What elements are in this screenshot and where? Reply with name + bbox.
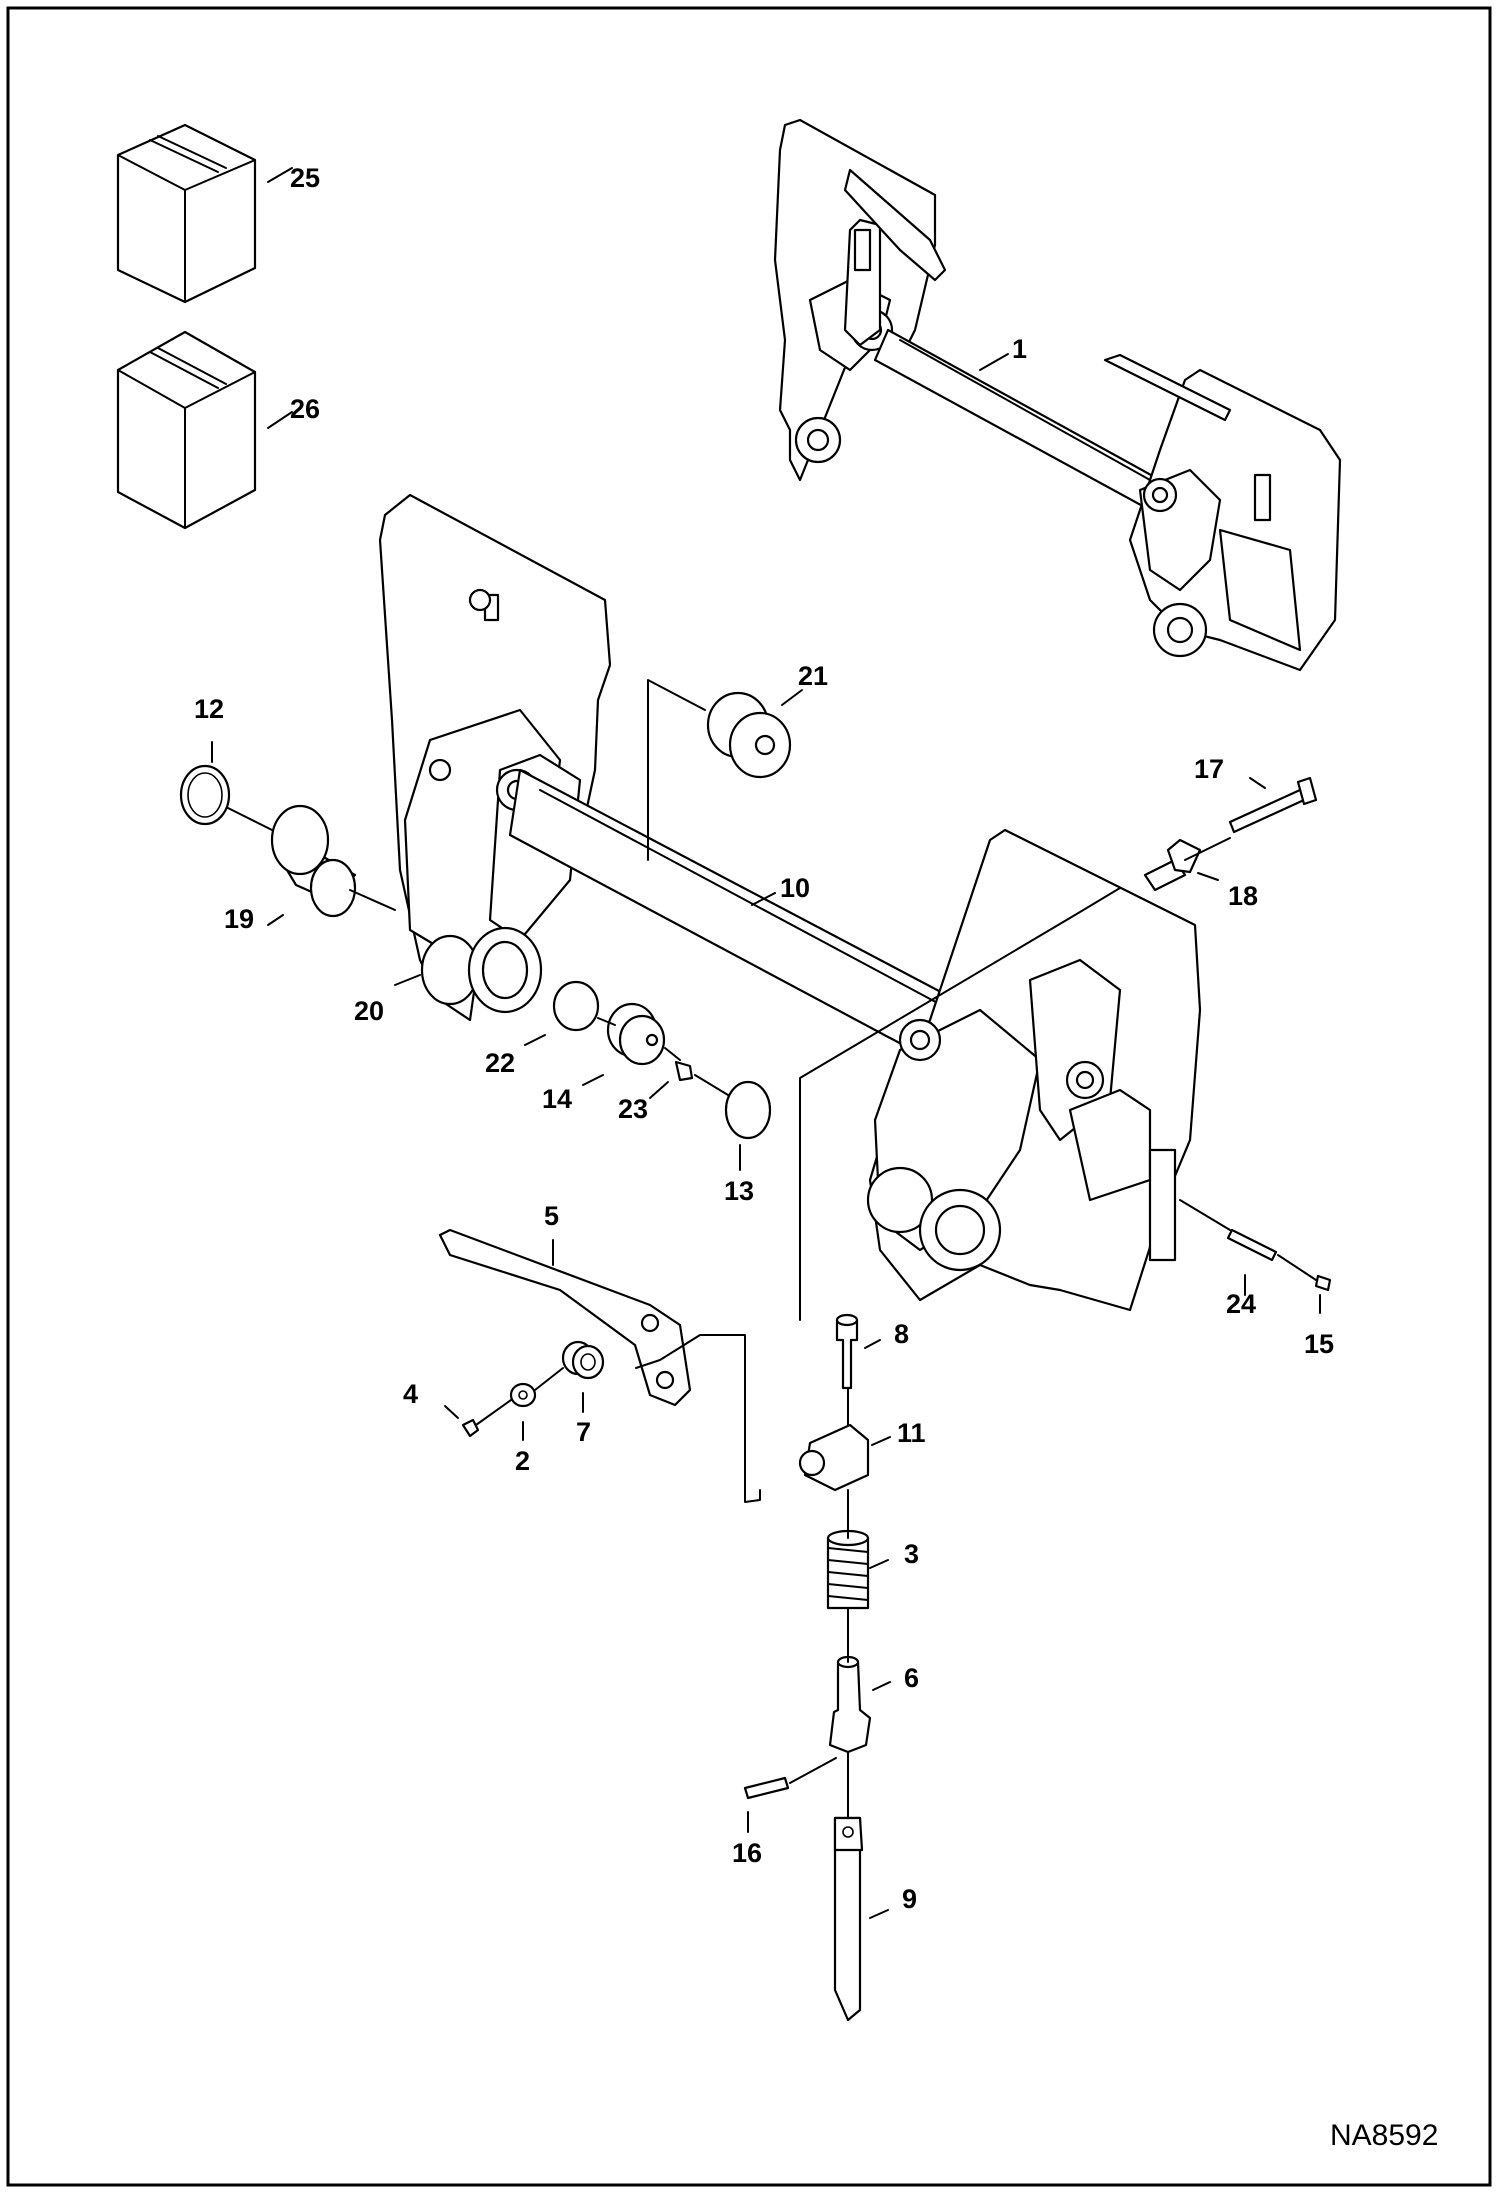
callout-5: 5	[544, 1201, 559, 1231]
mount-frame-right-plate	[866, 828, 1202, 1312]
pin-8	[835, 1313, 859, 1390]
callout-1: 1	[1012, 334, 1027, 364]
callout-21: 21	[798, 661, 828, 691]
callout-10: 10	[780, 873, 810, 903]
kit-box-25	[116, 123, 257, 304]
callout-labels: 1 2 3 4 5 6 7 8 9 10 11 12 13 14 15 16 1…	[194, 163, 1334, 1914]
bushing-7	[561, 1340, 605, 1380]
leader-lines	[211, 167, 1321, 1919]
callout-20: 20	[354, 996, 384, 1026]
callout-9: 9	[902, 1884, 917, 1914]
figure-border	[6, 6, 1492, 2187]
bolt-17	[1228, 788, 1306, 834]
callout-25: 25	[290, 163, 320, 193]
grease-fitting-15	[1314, 1274, 1332, 1292]
callout-22: 22	[485, 1048, 515, 1078]
callout-3: 3	[904, 1539, 919, 1569]
retaining-ring-13	[724, 1080, 772, 1140]
wedge-9	[833, 1816, 864, 2022]
callout-16: 16	[732, 1838, 762, 1868]
mount-frame-left-plate	[378, 493, 612, 1022]
callout-2: 2	[515, 1446, 530, 1476]
roll-pin-24	[1226, 1228, 1278, 1262]
callout-15: 15	[1304, 1329, 1334, 1359]
retaining-ring-22	[552, 980, 600, 1032]
callout-11: 11	[897, 1418, 926, 1448]
callout-14: 14	[542, 1084, 572, 1114]
assembled-mount-frame	[773, 118, 1342, 672]
grease-fitting-23	[674, 1060, 694, 1082]
washer-2	[509, 1382, 537, 1408]
figure-code: NA8592	[1330, 2119, 1438, 2152]
pin-16	[743, 1776, 790, 1800]
assembly-lines	[227, 679, 1317, 1819]
callout-12: 12	[194, 694, 224, 724]
nut-4	[461, 1418, 480, 1438]
callout-23: 23	[618, 1094, 648, 1124]
callout-26: 26	[290, 394, 320, 424]
kit-box-26	[116, 330, 257, 530]
collar-21	[706, 691, 792, 779]
callout-7: 7	[576, 1417, 591, 1447]
bushing-19	[270, 804, 357, 918]
spacer-18	[1143, 838, 1202, 892]
callout-8: 8	[894, 1319, 909, 1349]
plunger-body-6	[828, 1655, 872, 1754]
callout-6: 6	[904, 1663, 919, 1693]
spring-3	[826, 1529, 870, 1610]
block-11	[798, 1423, 870, 1492]
callout-18: 18	[1228, 881, 1258, 911]
callout-17: 17	[1194, 754, 1224, 784]
callout-13: 13	[724, 1176, 754, 1206]
callout-4: 4	[403, 1379, 418, 1409]
callout-24: 24	[1226, 1289, 1256, 1319]
cap-14	[606, 1002, 666, 1066]
callout-19: 19	[224, 904, 254, 934]
